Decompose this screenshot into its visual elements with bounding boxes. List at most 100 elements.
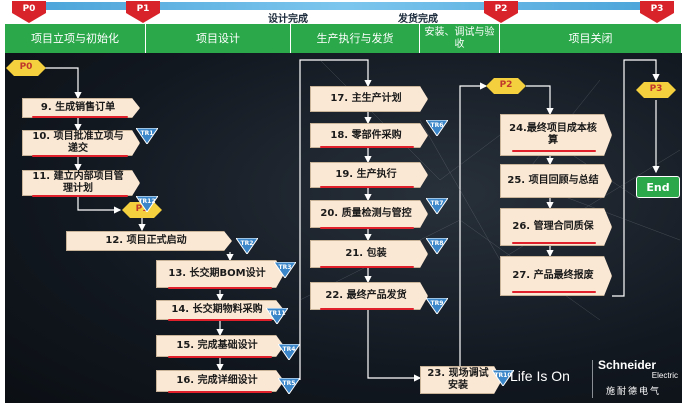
gate-p3-shape: [636, 82, 676, 98]
step-18-underline: [320, 146, 414, 148]
marker-2-label: TR2: [240, 240, 254, 247]
step-26-underline: [512, 242, 596, 244]
marker-4-shape: [277, 343, 301, 361]
marker-9: TR9: [425, 297, 449, 315]
marker-6-shape: [425, 119, 449, 137]
flag-p1-shape: [126, 1, 160, 23]
step-9: 9. 生成销售订单: [22, 98, 140, 118]
flag-p3-label: P3: [650, 4, 664, 14]
gate-p3-label: P3: [649, 84, 663, 94]
flag-p2-label: P2: [494, 4, 508, 14]
marker-7: TR7: [425, 197, 449, 215]
gate-p2-label: P2: [499, 80, 513, 90]
flag-p0: P0: [12, 1, 46, 23]
schneider-logo: Schneider Electric 施耐德电气: [598, 358, 680, 398]
marker-5-shape: [277, 377, 301, 395]
marker-4: TR4: [277, 343, 301, 361]
flag-p3: P3: [640, 1, 674, 23]
milestone-design-complete: 设计完成: [268, 14, 308, 25]
step-23: 23. 现场调试安装: [420, 366, 502, 394]
marker-8-shape: [425, 237, 449, 255]
marker-11: TR11: [265, 307, 289, 325]
marker-4-label: TR4: [282, 346, 296, 353]
phase-closure: 项目关闭: [500, 24, 682, 53]
brand-slogan: Life Is On: [510, 368, 570, 384]
step-24: 24.最终项目成本核算: [500, 114, 612, 156]
step-26: 26. 管理合同质保: [500, 208, 612, 246]
gate-p1-shape: [122, 202, 162, 218]
gate-p0: P0: [6, 60, 46, 76]
brand-name: Schneider: [598, 358, 657, 372]
marker-5-label: TR5: [282, 380, 296, 387]
end-node: End: [636, 176, 680, 198]
step-21-underline: [320, 266, 414, 268]
step-14-underline: [168, 319, 272, 321]
brand-sub: Electric: [651, 371, 678, 380]
brand-separator: [592, 360, 593, 398]
flag-p1-label: P1: [136, 4, 150, 14]
milestone-shipping-complete: 发货完成: [398, 14, 438, 25]
marker-8: TR8: [425, 237, 449, 255]
step-17: 17. 主生产计划: [310, 86, 428, 112]
gate-p0-label: P0: [19, 62, 33, 72]
step-14: 14. 长交期物料采购: [156, 300, 284, 320]
step-20-underline: [320, 227, 414, 229]
marker-7-shape: [425, 197, 449, 215]
marker-1-shape: [135, 127, 159, 145]
step-15-underline: [168, 356, 272, 358]
marker-5: TR5: [277, 377, 301, 395]
step-9-underline: [32, 116, 128, 118]
marker-3-shape: [273, 261, 297, 279]
gate-p2: P2: [486, 78, 526, 94]
marker-11-label: TR11: [268, 310, 286, 317]
step-24-underline: [512, 150, 596, 152]
marker-9-shape: [425, 297, 449, 315]
step-27: 27. 产品最终报废: [500, 256, 612, 296]
gate-p2-shape: [486, 78, 526, 94]
marker-3-label: TR3: [278, 264, 292, 271]
gate-p1: P1: [122, 202, 162, 218]
flag-p0-label: P0: [22, 4, 36, 14]
phase-design: 项目设计: [146, 24, 291, 53]
marker-12: TR12: [135, 195, 159, 213]
step-13: 13. 长交期BOM设计: [156, 260, 284, 288]
step-19: 19. 生产执行: [310, 162, 428, 188]
marker-1: TR1: [135, 127, 159, 145]
timeline-stripe: [25, 2, 665, 10]
flag-p0-shape: [12, 1, 46, 23]
marker-9-label: TR9: [430, 300, 444, 307]
phase-initiation: 项目立项与初始化: [5, 24, 146, 53]
step-15: 15. 完成基础设计: [156, 335, 284, 357]
marker-1-label: TR1: [140, 130, 154, 137]
marker-7-label: TR7: [430, 200, 444, 207]
gate-p1-label: P1: [135, 204, 149, 214]
marker-10-shape: [491, 369, 515, 387]
step-21: 21. 包装: [310, 240, 428, 268]
step-16-underline: [168, 391, 272, 393]
flag-p2-shape: [484, 1, 518, 23]
step-16: 16. 完成详细设计: [156, 370, 284, 392]
marker-2: TR2: [235, 237, 259, 255]
step-12: 12. 项目正式启动: [66, 231, 232, 251]
flag-p2: P2: [484, 1, 518, 23]
step-19-underline: [320, 186, 414, 188]
marker-6-label: TR6: [430, 122, 444, 129]
marker-2-shape: [235, 237, 259, 255]
marker-10-label: TR10: [494, 372, 512, 379]
step-10-underline: [32, 155, 128, 157]
marker-6: TR6: [425, 119, 449, 137]
step-11: 11. 建立内部项目管理计划: [22, 170, 140, 196]
gate-p0-shape: [6, 60, 46, 76]
step-10: 10. 项目批准立项与递交: [22, 130, 140, 156]
marker-10: TR10: [491, 369, 515, 387]
step-18: 18. 零部件采购: [310, 123, 428, 148]
step-22-underline: [320, 308, 414, 310]
marker-12-shape: [135, 195, 159, 213]
step-13-underline: [168, 287, 272, 289]
marker-12-label: TR12: [138, 198, 156, 205]
brand-cn: 施耐德电气: [606, 387, 662, 397]
marker-11-shape: [265, 307, 289, 325]
step-27-underline: [512, 291, 596, 293]
flag-p1: P1: [126, 1, 160, 23]
